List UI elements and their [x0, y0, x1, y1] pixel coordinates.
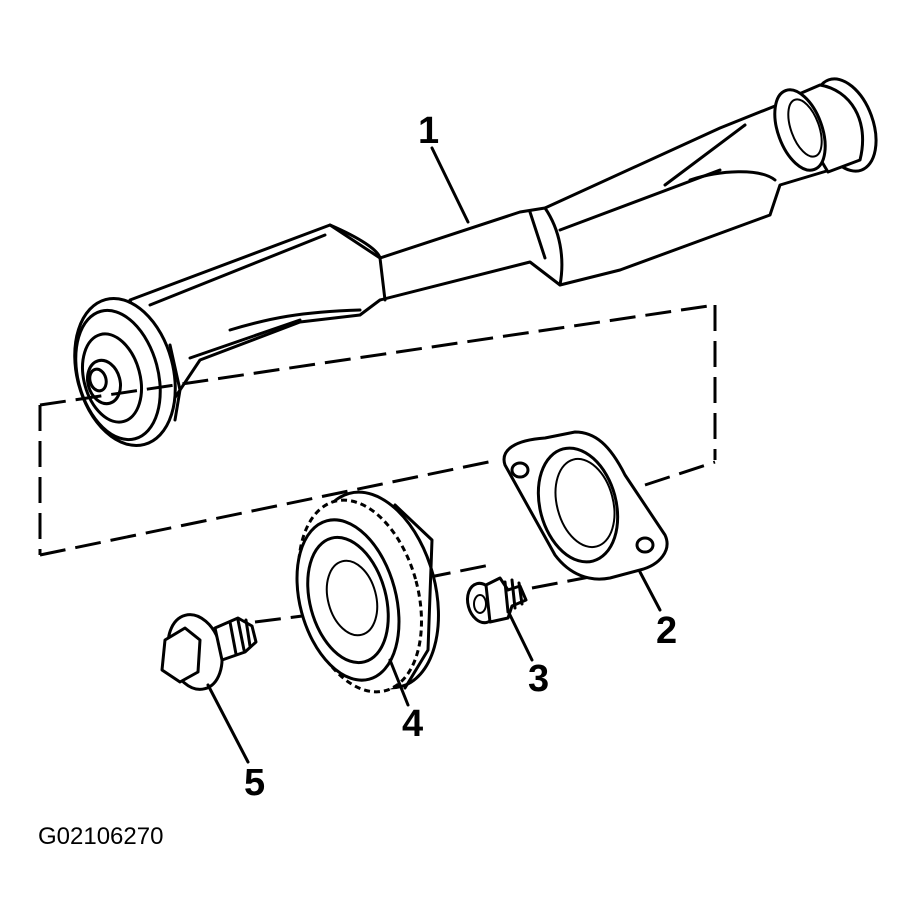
- figure-id-label: G02106270: [38, 823, 164, 850]
- gear-cap-screw: [160, 613, 258, 691]
- callout-3: 3: [528, 658, 550, 700]
- thrust-plate: [502, 430, 669, 581]
- plate-cap-screw: [466, 576, 528, 625]
- balancer-gear: [295, 490, 440, 694]
- callout-1: 1: [418, 110, 440, 152]
- callout-5: 5: [244, 762, 266, 804]
- balancer-shaft: [73, 77, 878, 448]
- callout-2: 2: [656, 610, 678, 652]
- callout-4: 4: [402, 703, 424, 745]
- exploded-view-guide-lines: [38, 303, 717, 624]
- leader-lines: [206, 146, 662, 764]
